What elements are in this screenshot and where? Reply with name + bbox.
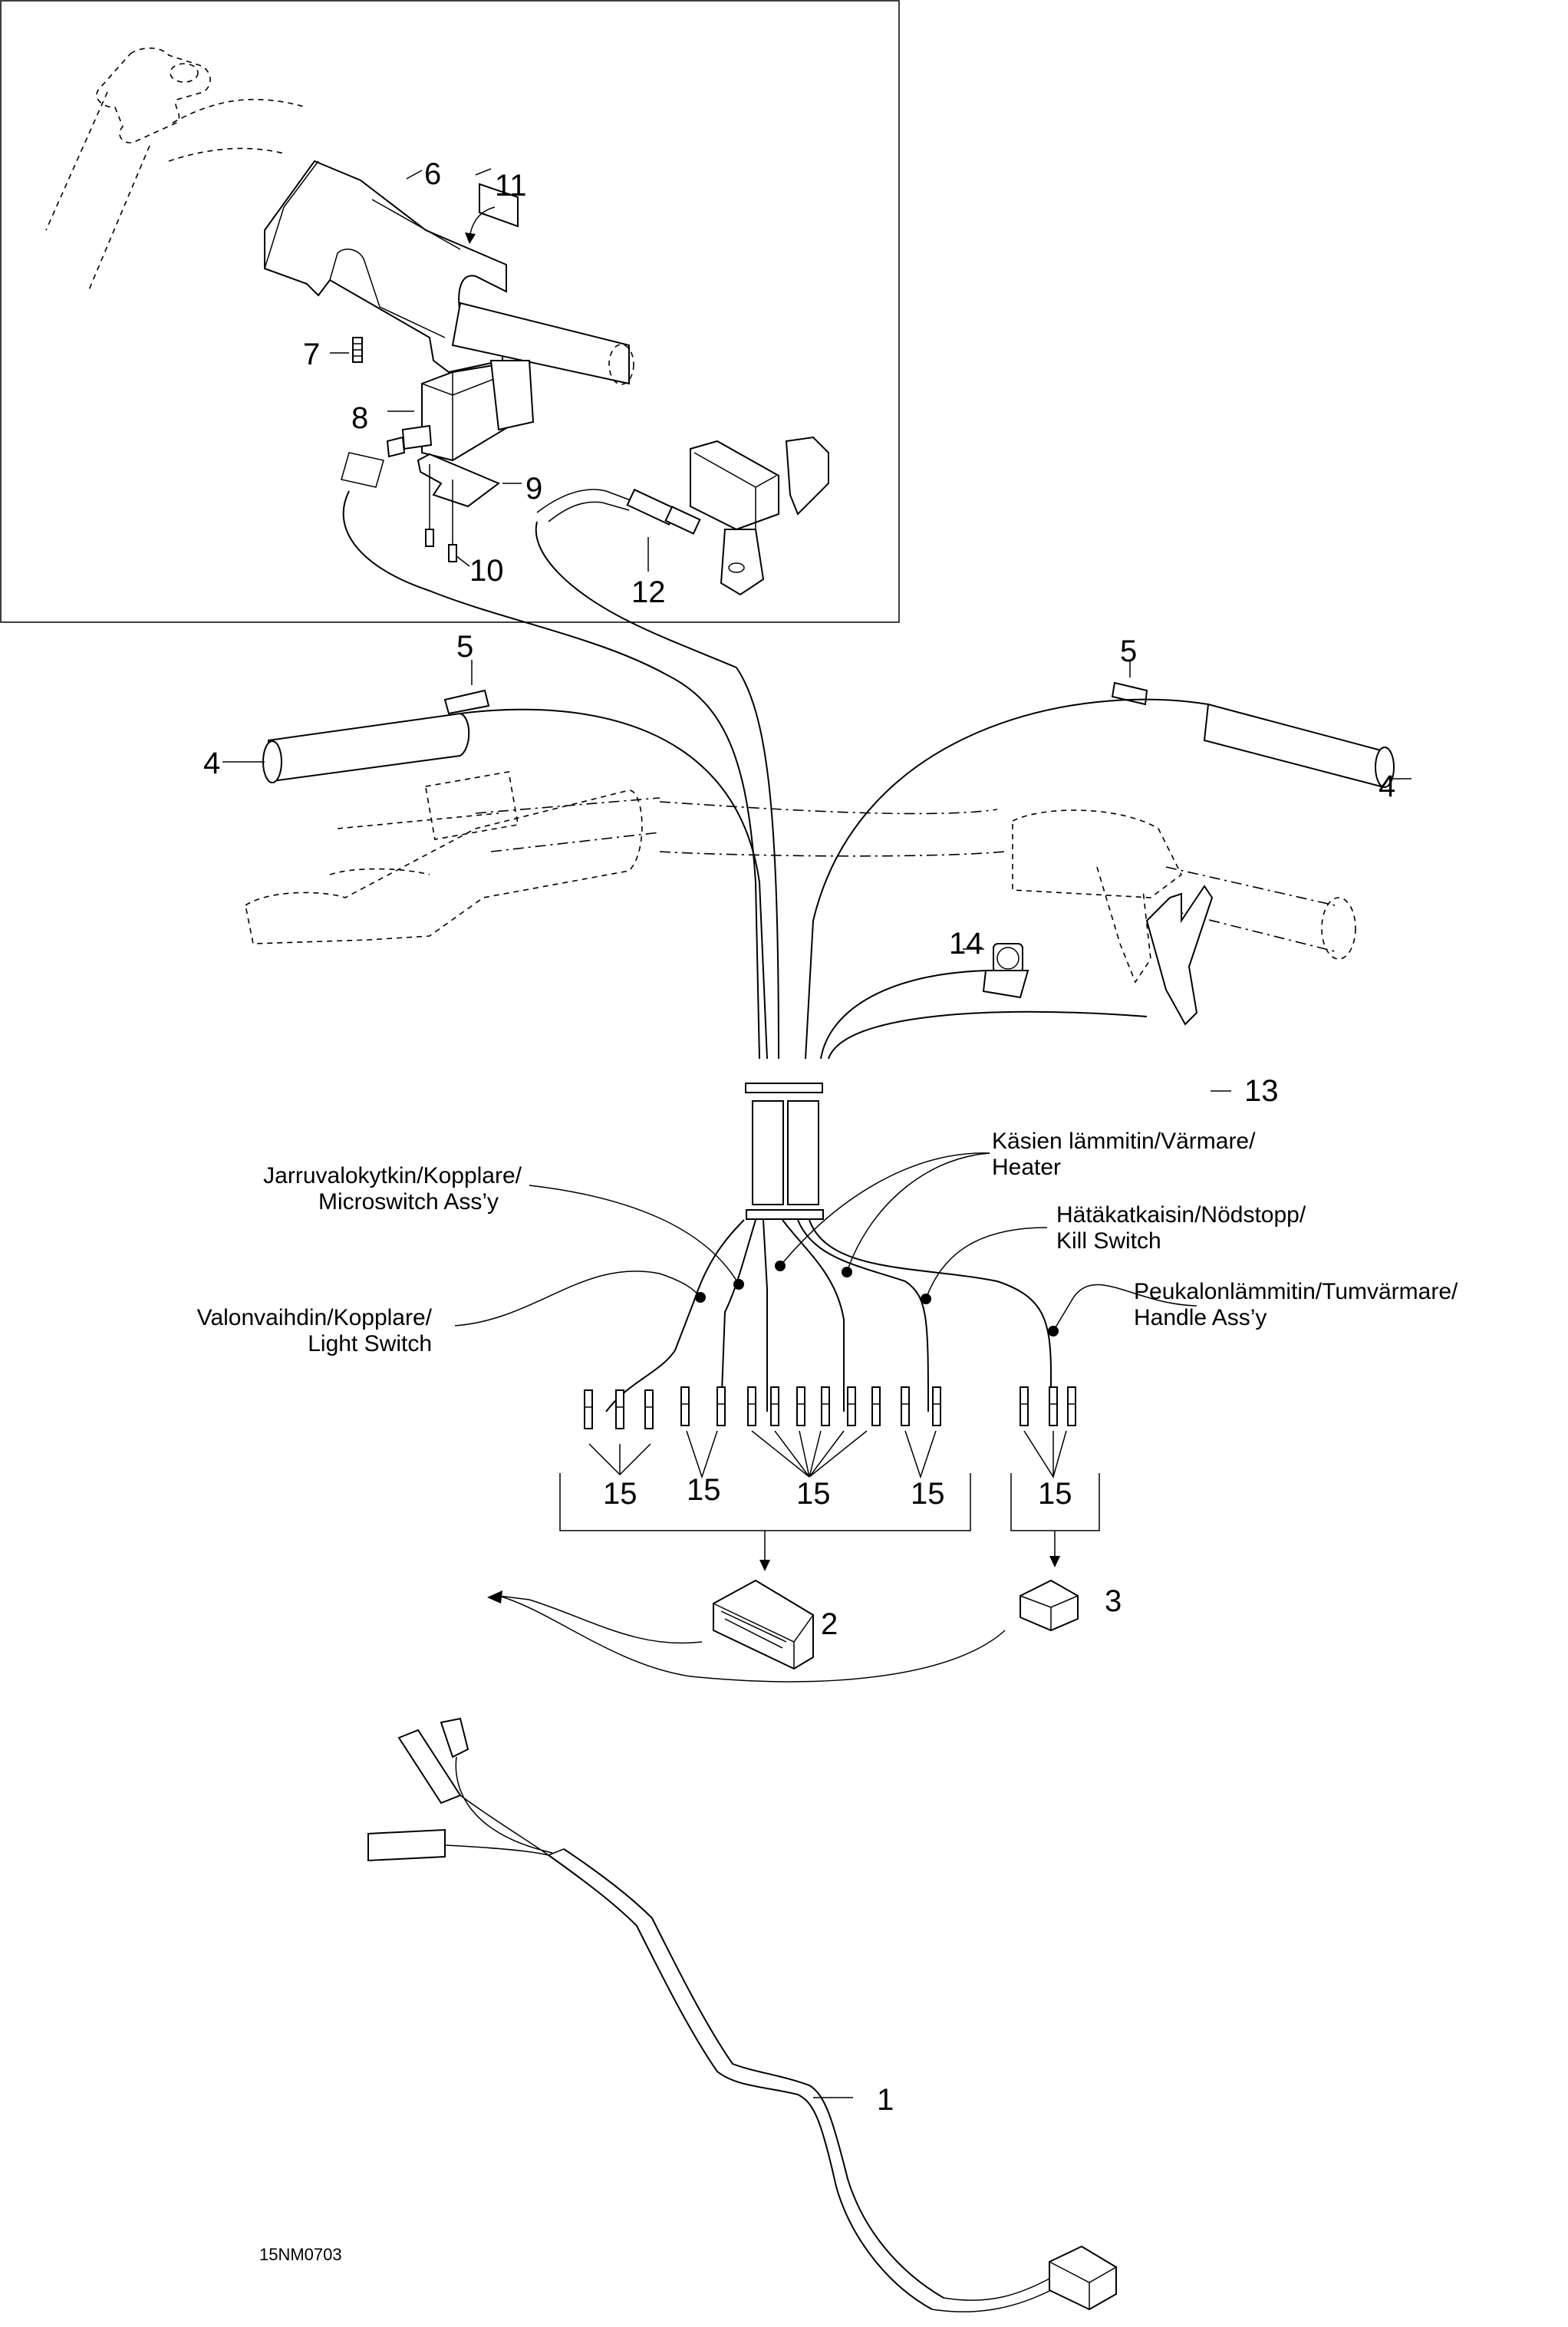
terminal-pin (747, 1386, 756, 1426)
harness-connector-main-end (1049, 2245, 1117, 2311)
callout-6: 6 (424, 157, 441, 191)
label-kill-switch-line2: Kill Switch (1056, 1228, 1161, 1254)
callout-11: 11 (495, 169, 527, 203)
terminal-pin (1067, 1386, 1076, 1426)
part-6-throttle-housing (264, 160, 634, 385)
part-5-left-pin (443, 689, 490, 715)
callout-15-e: 15 (1038, 1477, 1072, 1511)
wire-labels: Jarruvalokytkin/Kopplare/ Microswitch As… (197, 1129, 1458, 1356)
terminal-pin (770, 1386, 779, 1426)
inset-detail-throttle-housing (0, 0, 900, 676)
terminal-pin (901, 1386, 910, 1426)
callout-15-d: 15 (911, 1477, 945, 1511)
callout-2: 2 (821, 1607, 838, 1641)
callout-7: 7 (303, 338, 320, 371)
loop-wire-connector-3 (498, 1595, 1006, 1683)
terminal-pin (871, 1386, 881, 1426)
part-2-connector-housing (713, 1579, 814, 1670)
label-light-switch-line2: Light Switch (308, 1331, 432, 1356)
arrowhead-down-icon (759, 1560, 770, 1571)
label-hand-heater-line1: Käsien lämmitin/Värmare/ (992, 1129, 1256, 1154)
wire-lead-bracket (341, 452, 384, 488)
terminal-pin (932, 1386, 941, 1426)
terminal-group-brackets (559, 1473, 1100, 1571)
terminal-pin (847, 1386, 856, 1426)
harness-wires-upper (460, 667, 1209, 1060)
terminal-pin (716, 1386, 726, 1426)
label-hand-heater-line2: Heater (992, 1155, 1061, 1180)
arrowhead-left-icon (487, 1590, 502, 1604)
callout-leader-lines (222, 168, 1412, 2098)
part-13-throttle-lever (1145, 885, 1214, 1026)
part-11-decal (479, 183, 519, 228)
inset-border (0, 0, 900, 623)
terminal-pin (1049, 1386, 1058, 1426)
terminal-pin (1020, 1386, 1029, 1426)
handlebar-clamp-ghost (45, 47, 308, 292)
label-kill-switch-line1: Hätäkatkaisin/Nödstopp/ (1056, 1202, 1306, 1228)
label-thumb-heater-line2: Handle Ass’y (1134, 1305, 1267, 1330)
terminal-pin (584, 1389, 593, 1429)
callout-3: 3 (1105, 1584, 1122, 1618)
bundle-tie-bottom (746, 1209, 824, 1220)
terminal-pin (821, 1386, 830, 1426)
callout-4-left: 4 (203, 747, 220, 780)
callout-4-right: 4 (1379, 770, 1395, 803)
terminal-pin (615, 1389, 624, 1429)
callout-numbers: 6 11 7 8 9 10 12 5 5 4 4 14 13 15 15 15 … (203, 157, 1395, 2117)
terminal-pin (644, 1389, 654, 1429)
label-brake-switch-line2: Microswitch Ass’y (318, 1189, 499, 1215)
callout-10: 10 (469, 554, 504, 588)
harness-connector-8pin (367, 1828, 446, 1862)
bundle-sleeve-right (787, 1100, 819, 1205)
callout-5-right: 5 (1120, 634, 1137, 668)
terminal-pin (680, 1386, 690, 1426)
callout-9: 9 (525, 472, 542, 506)
part-12-brake-switch (536, 488, 701, 535)
label-brake-switch-line1: Jarruvalokytkin/Kopplare/ (263, 1163, 522, 1188)
loop-wire-connector-2 (498, 1595, 703, 1644)
decal-arrowhead-icon (465, 232, 476, 244)
part-15-leaders (588, 1430, 1067, 1479)
part-5-right-pin (1111, 681, 1148, 706)
figure-code: 15NM0703 (259, 2245, 342, 2264)
part-4-left-grip (262, 712, 470, 783)
callout-14: 14 (949, 927, 983, 961)
label-light-switch-line1: Valonvaihdin/Kopplare/ (197, 1305, 433, 1330)
part-8-switch-block (386, 359, 535, 462)
callout-15-a: 15 (603, 1477, 637, 1511)
callout-12: 12 (631, 575, 666, 609)
bundle-sleeve-left (752, 1100, 784, 1205)
part-3-connector-housing (1020, 1579, 1079, 1632)
inset-wire-left (342, 490, 668, 676)
part-9-mounting-plate (417, 453, 500, 508)
part-14-heater-switch (982, 943, 1029, 999)
harness-connector-2pin (440, 1717, 469, 1758)
part-1-main-harness (367, 1717, 1117, 2312)
inset-wire-right (535, 521, 737, 668)
callout-13: 13 (1244, 1074, 1279, 1108)
callout-5-left: 5 (456, 630, 473, 664)
callout-15-b: 15 (687, 1473, 721, 1507)
harness-branches (605, 1219, 1059, 1412)
part-15-terminals (584, 1386, 1076, 1429)
callout-8: 8 (351, 401, 368, 435)
terminal-pin (796, 1386, 805, 1426)
label-thumb-heater-line1: Peukalonlämmitin/Tumvärmare/ (1134, 1279, 1458, 1304)
callout-15-c: 15 (796, 1477, 831, 1511)
callout-1: 1 (877, 2083, 894, 2117)
bundle-tie-top (745, 1083, 823, 1093)
arrowhead-down-icon (1049, 1556, 1060, 1567)
brake-master-cylinder (690, 436, 829, 596)
part-4-right-grip (1203, 703, 1395, 788)
part-10-screws (425, 464, 457, 562)
harness-bundle (745, 1083, 824, 1220)
